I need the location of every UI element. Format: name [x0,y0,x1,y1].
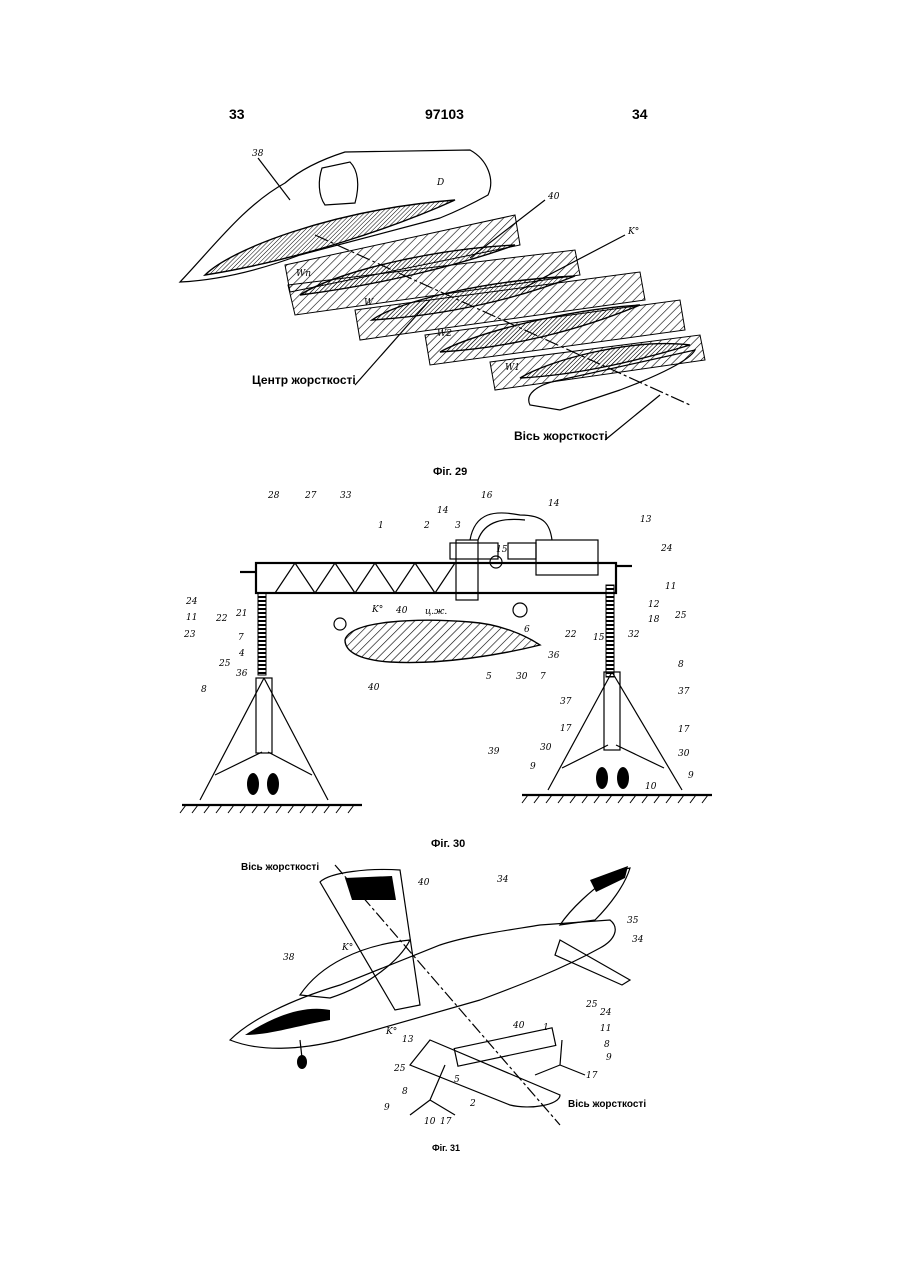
svg-text:1: 1 [543,1023,549,1033]
svg-text:5: 5 [454,1075,460,1085]
svg-text:9: 9 [688,771,694,781]
svg-text:3: 3 [455,521,461,531]
fig29-label-stiffness-center: Центр жорсткості [252,373,356,387]
svg-text:Wn: Wn [296,269,311,279]
svg-text:17: 17 [586,1071,598,1081]
svg-text:37: 37 [560,697,572,707]
svg-text:13: 13 [640,515,652,525]
svg-text:25: 25 [585,1000,598,1010]
svg-text:16: 16 [481,491,493,501]
svg-text:23: 23 [183,630,196,640]
svg-text:36: 36 [236,669,248,679]
fig30-caption: Фіг. 30 [431,838,465,850]
svg-text:40: 40 [512,1021,525,1031]
svg-text:K°: K° [371,605,383,615]
svg-text:K°: K° [627,227,639,237]
svg-text:6: 6 [524,625,530,635]
fig31-drawing: 40 34 35 34 38 K° 40 1 25 24 11 8 9 13 K… [230,865,644,1127]
svg-text:8: 8 [402,1087,408,1097]
svg-text:35: 35 [627,916,639,926]
fig31-label-stiffness-axis-bottom: Вісь жорсткості [568,1099,646,1110]
svg-text:37: 37 [678,687,690,697]
svg-text:36: 36 [548,651,560,661]
svg-text:38: 38 [252,149,264,159]
svg-text:D: D [436,178,444,188]
svg-text:14: 14 [548,499,560,509]
svg-text:24: 24 [185,597,198,607]
svg-text:34: 34 [497,875,509,885]
svg-text:14: 14 [437,506,449,516]
svg-text:10: 10 [424,1117,436,1127]
svg-text:2: 2 [423,521,430,531]
svg-text:21: 21 [235,609,247,619]
svg-text:40: 40 [417,878,430,888]
svg-text:W2: W2 [437,329,452,339]
svg-text:8: 8 [201,685,207,695]
svg-text:39: 39 [488,747,500,757]
svg-text:13: 13 [402,1035,414,1045]
fig29-drawing: 38 40 K° Wn W W2 W1 D [180,149,705,440]
svg-text:40: 40 [395,606,408,616]
svg-text:7: 7 [238,633,244,643]
svg-text:40: 40 [367,683,380,693]
svg-text:9: 9 [530,762,536,772]
svg-text:7: 7 [540,672,546,682]
svg-text:12: 12 [648,600,660,610]
fig31-caption: Фіг. 31 [432,1143,460,1153]
svg-text:28: 28 [267,491,280,501]
svg-text:8: 8 [678,660,684,670]
svg-text:1: 1 [378,521,384,531]
svg-text:27: 27 [304,491,317,501]
svg-text:9: 9 [384,1103,390,1113]
svg-text:32: 32 [628,630,640,640]
fig29-label-stiffness-axis: Вісь жорсткості [514,429,608,443]
svg-text:25: 25 [218,659,231,669]
svg-text:11: 11 [665,582,676,592]
svg-text:8: 8 [604,1040,610,1050]
svg-text:33: 33 [340,491,352,501]
svg-text:17: 17 [560,724,572,734]
svg-text:15: 15 [593,633,605,643]
svg-text:15: 15 [496,545,508,555]
fig31-label-stiffness-axis-top: Вісь жорсткості [241,862,319,873]
svg-text:K°: K° [385,1027,397,1037]
svg-text:K°: K° [341,943,353,953]
svg-text:9: 9 [606,1053,612,1063]
svg-text:24: 24 [599,1008,612,1018]
svg-text:17: 17 [440,1117,452,1127]
svg-text:11: 11 [186,613,197,623]
svg-text:38: 38 [283,953,295,963]
fig29-caption: Фіг. 29 [433,466,467,478]
svg-text:22: 22 [215,614,228,624]
svg-text:25: 25 [393,1064,406,1074]
svg-text:W: W [364,298,374,308]
svg-text:2: 2 [469,1099,476,1109]
svg-text:5: 5 [486,672,492,682]
svg-text:40: 40 [547,192,560,202]
svg-text:ц.ж.: ц.ж. [425,607,447,617]
svg-text:11: 11 [600,1024,611,1034]
svg-text:18: 18 [648,615,660,625]
svg-text:25: 25 [674,611,687,621]
svg-text:30: 30 [540,743,552,753]
fig30-drawing: 28 27 33 1 2 3 14 16 14 13 24 11 12 18 3… [180,491,712,813]
svg-text:4: 4 [238,649,245,659]
svg-text:24: 24 [660,544,673,554]
svg-text:W1: W1 [505,363,520,373]
svg-text:17: 17 [678,725,690,735]
svg-text:30: 30 [516,672,528,682]
svg-text:34: 34 [632,935,644,945]
svg-text:30: 30 [678,749,690,759]
svg-text:10: 10 [645,782,657,792]
svg-text:22: 22 [564,630,577,640]
